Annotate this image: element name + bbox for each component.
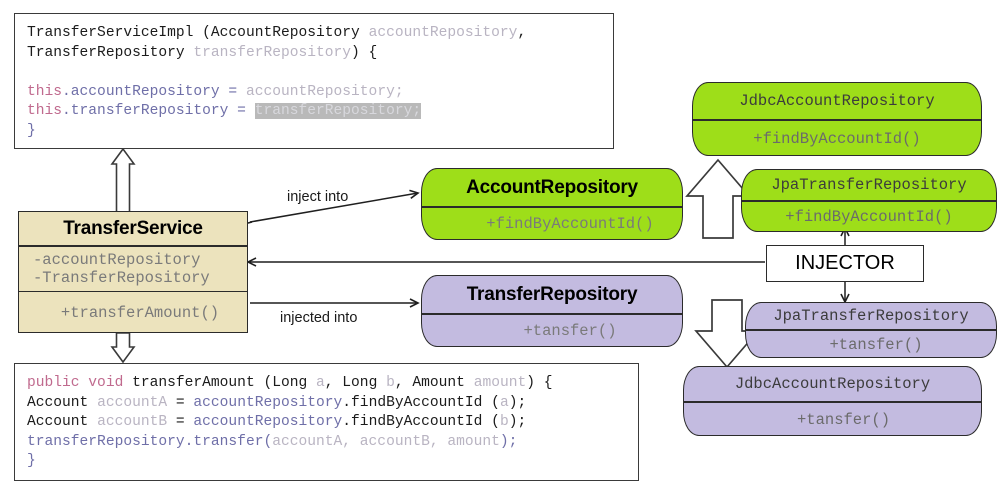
divider [422,206,682,208]
class-jpa-transfer-repository-purple-title: JpaTransferRepository [746,303,996,329]
class-jdbc-account-repository-methods: +findByAccountId() [693,121,981,157]
class-jpa-transfer-repository-green[interactable]: JpaTransferRepository +findByAccountId() [741,169,997,232]
divider [746,329,996,331]
divider [19,290,247,293]
code-text-constructor: TransferServiceImpl (AccountRepository a… [27,25,527,139]
class-transfer-repository-title: TransferRepository [422,276,682,313]
method-tansfer: +tansfer() [523,322,617,341]
class-transfer-service-title: TransferService [19,212,247,245]
class-transfer-service[interactable]: TransferService -accountRepository -Tran… [18,211,248,333]
method-tansfer: +tansfer() [829,335,923,354]
method-tansfer: +tansfer() [796,410,890,429]
divider [693,119,981,121]
class-jdbc-account-repository-purple-methods: +tansfer() [684,403,981,437]
class-transfer-repository[interactable]: TransferRepository +tansfer() [421,275,683,347]
code-text-transfer-amount: public void transferAmount (Long a, Long… [27,375,553,470]
class-jdbc-account-repository-title: JdbcAccountRepository [693,83,981,119]
code-block-transfer-amount: public void transferAmount (Long a, Long… [14,363,639,481]
method-transfer-amount: +transferAmount() [60,303,220,322]
injector-box[interactable]: INJECTOR [766,245,924,282]
field-transfer-repository: -TransferRepository [33,268,210,287]
code-block-constructor: TransferServiceImpl (AccountRepository a… [14,13,614,149]
class-account-repository-title: AccountRepository [422,169,682,206]
class-jdbc-account-repository[interactable]: JdbcAccountRepository +findByAccountId() [692,82,982,156]
generalization-arrow-down-left [110,332,136,364]
class-title-text: JpaTransferRepository [771,176,967,194]
class-jpa-transfer-repository-green-title: JpaTransferRepository [742,170,996,200]
class-jdbc-account-repository-purple[interactable]: JdbcAccountRepository +tansfer() [683,366,982,436]
class-title-text: TransferRepository [466,283,638,305]
class-account-repository[interactable]: AccountRepository +findByAccountId() [421,168,683,240]
divider [422,313,682,315]
realization-arrow-up-right [685,158,751,239]
class-jpa-transfer-repository-green-methods: +findByAccountId() [742,202,996,233]
class-account-repository-methods: +findByAccountId() [422,208,682,241]
injector-label: INJECTOR [795,252,895,274]
class-title-text: JdbcAccountRepository [734,375,931,393]
generalization-arrow-up-left [110,147,136,213]
class-transfer-service-fields: -accountRepository -TransferRepository [19,247,247,291]
edge-label-injected-into: injected into [280,310,358,326]
class-transfer-repository-methods: +tansfer() [422,315,682,348]
divider [742,200,996,202]
class-title-text: TransferService [63,217,203,239]
method-find-by-account-id: +findByAccountId() [785,208,953,227]
class-title-text: JpaTransferRepository [773,307,969,325]
class-jdbc-account-repository-purple-title: JdbcAccountRepository [684,367,981,401]
field-account-repository: -accountRepository [33,250,201,269]
class-jpa-transfer-repository-purple[interactable]: JpaTransferRepository +tansfer() [745,302,997,358]
divider [19,245,247,247]
edge-label-inject-into: inject into [287,189,349,205]
divider [684,401,981,403]
class-title-text: JdbcAccountRepository [739,92,935,110]
class-title-text: AccountRepository [466,176,638,198]
class-jpa-transfer-repository-purple-methods: +tansfer() [746,331,996,359]
method-find-by-account-id: +findByAccountId() [486,215,654,234]
class-transfer-service-methods: +transferAmount() [19,292,247,333]
method-find-by-account-id: +findByAccountId() [753,129,921,148]
